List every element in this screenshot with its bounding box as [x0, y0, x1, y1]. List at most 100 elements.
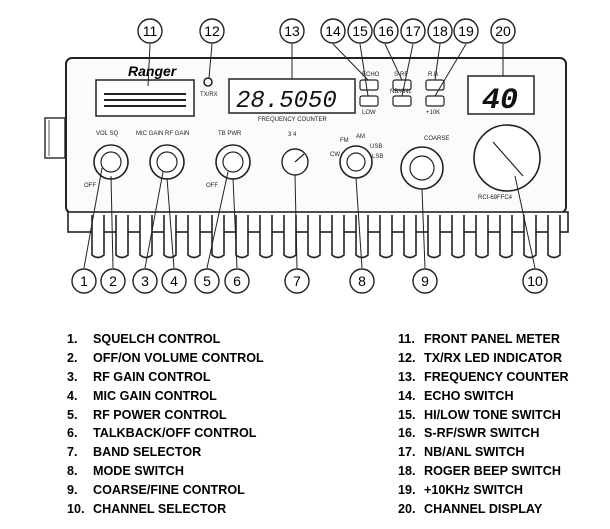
callout-13: 13	[279, 18, 305, 44]
meter-scale	[104, 93, 186, 107]
echo-label: ECHO	[362, 72, 380, 78]
legend-text: S-RF/SWR SWITCH	[424, 426, 540, 441]
legend-item: 2. OFF/ON VOLUME CONTROL	[67, 349, 264, 368]
legend-num: 14.	[398, 388, 416, 403]
mode-switch-knob-inner	[346, 152, 366, 172]
bottom-leaders	[83, 167, 536, 269]
legend-num: 11.	[398, 332, 415, 346]
band-pointer	[294, 153, 305, 163]
legend: 1.SQUELCH CONTROL 2. OFF/ON VOLUME CONTRO…	[0, 330, 610, 529]
frequency-readout: 28.5050	[236, 88, 337, 115]
mode-usb: USB	[370, 144, 382, 150]
legend-item: 3. RF GAIN CONTROL	[67, 368, 264, 387]
khz-switch[interactable]	[425, 95, 445, 107]
callout-8: 8	[349, 268, 375, 294]
legend-item: 13. FREQUENCY COUNTER	[398, 368, 569, 387]
legend-item: 14. ECHO SWITCH	[398, 387, 569, 406]
svg-text:18: 18	[432, 23, 448, 39]
svg-text:13: 13	[284, 23, 300, 39]
svg-text:7: 7	[293, 273, 301, 289]
tone-label: LOW	[362, 110, 376, 116]
bottom-callouts: 1 2 3 4 5 6 7 8 9 10	[71, 268, 548, 294]
coarse-fine-knob-inner	[409, 155, 435, 181]
legend-num: 2.	[67, 350, 78, 365]
channel-knob-pointer	[492, 141, 524, 177]
srf-label: S-RF	[394, 72, 408, 78]
svg-text:6: 6	[233, 273, 241, 289]
svg-text:3: 3	[141, 273, 149, 289]
legend-text: BAND SELECTOR	[93, 445, 202, 460]
khz-label: +10K	[426, 110, 440, 116]
legend-num: 13.	[398, 369, 416, 384]
svg-text:2: 2	[109, 273, 117, 289]
tone-switch[interactable]	[359, 95, 379, 107]
legend-right-column: 11.FRONT PANEL METER 12.TX/RX LED INDICA…	[398, 330, 569, 519]
legend-num: 16.	[398, 426, 416, 441]
txrx-label: TX/RX	[200, 92, 218, 98]
callout-17: 17	[400, 18, 426, 44]
legend-num: 15.	[398, 407, 416, 422]
legend-item: 16. S-RF/SWR SWITCH	[398, 424, 569, 443]
channel-display	[467, 75, 535, 115]
callout-2: 2	[100, 268, 126, 294]
svg-text:19: 19	[458, 23, 474, 39]
legend-text: HI/LOW TONE SWITCH	[424, 407, 561, 422]
callout-19: 19	[453, 18, 479, 44]
svg-text:4: 4	[170, 273, 178, 289]
mic-rf-gain-knob-inner	[156, 151, 178, 173]
callout-3: 3	[132, 268, 158, 294]
svg-text:5: 5	[203, 273, 211, 289]
svg-text:8: 8	[358, 273, 366, 289]
legend-item: 1.SQUELCH CONTROL	[67, 330, 264, 349]
legend-item: 7.BAND SELECTOR	[67, 443, 264, 462]
legend-item: 4.MIC GAIN CONTROL	[67, 387, 264, 406]
tb-pwr-label: TB PWR	[218, 131, 242, 137]
callout-20: 20	[490, 18, 516, 44]
legend-text: ROGER BEEP SWITCH	[424, 464, 561, 479]
legend-item: 18. ROGER BEEP SWITCH	[398, 462, 569, 481]
legend-text: MIC GAIN CONTROL	[93, 388, 217, 403]
legend-num: 3.	[67, 369, 78, 384]
channel-readout: 40	[482, 84, 518, 118]
legend-item: 12.TX/RX LED INDICATOR	[398, 349, 569, 368]
svg-text:11: 11	[143, 23, 158, 39]
legend-text: RF GAIN CONTROL	[93, 369, 211, 384]
frequency-caption: FREQUENCY COUNTER	[258, 117, 328, 123]
legend-text: FREQUENCY COUNTER	[424, 369, 569, 384]
legend-text: TALKBACK/OFF CONTROL	[93, 426, 257, 441]
squelch-volume-knob-inner	[100, 151, 122, 173]
legend-item: 20.CHANNEL DISPLAY	[398, 500, 569, 519]
band-numbers: 3 4	[288, 132, 297, 138]
legend-num: 18.	[398, 464, 416, 479]
model-label: RCI-69FFC4	[478, 195, 513, 201]
legend-num: 17.	[398, 445, 416, 460]
off-label-1: OFF	[84, 183, 96, 189]
off-label-2: OFF	[206, 183, 218, 189]
legend-num: 19.	[398, 483, 416, 498]
legend-num: 1.	[67, 332, 78, 346]
legend-item: 9.COARSE/FINE CONTROL	[67, 481, 264, 500]
legend-text: OFF/ON VOLUME CONTROL	[93, 350, 264, 365]
legend-item: 10.CHANNEL SELECTOR	[67, 500, 264, 519]
callout-5: 5	[194, 268, 220, 294]
legend-item: 6.TALKBACK/OFF CONTROL	[67, 424, 264, 443]
svg-text:16: 16	[378, 23, 394, 39]
legend-text: ECHO SWITCH	[424, 388, 514, 403]
callout-11: 11	[137, 18, 163, 44]
front-panel-meter	[95, 79, 195, 117]
svg-text:1: 1	[80, 273, 88, 289]
tb-power-knob-inner	[222, 151, 244, 173]
nb-label: NB/ANL	[390, 89, 412, 95]
legend-text: COARSE/FINE CONTROL	[93, 483, 245, 498]
callout-4: 4	[161, 268, 187, 294]
mode-fm: FM	[340, 138, 349, 144]
legend-item: 8. MODE SWITCH	[67, 462, 264, 481]
svg-text:14: 14	[325, 23, 341, 39]
legend-text: +10KHz SWITCH	[424, 483, 524, 498]
echo-switch[interactable]	[359, 79, 379, 91]
legend-text: MODE SWITCH	[93, 464, 184, 479]
nb-switch[interactable]	[392, 95, 412, 107]
legend-num: 8.	[67, 464, 78, 479]
top-leaders	[147, 43, 504, 97]
callout-12: 12	[199, 18, 225, 44]
